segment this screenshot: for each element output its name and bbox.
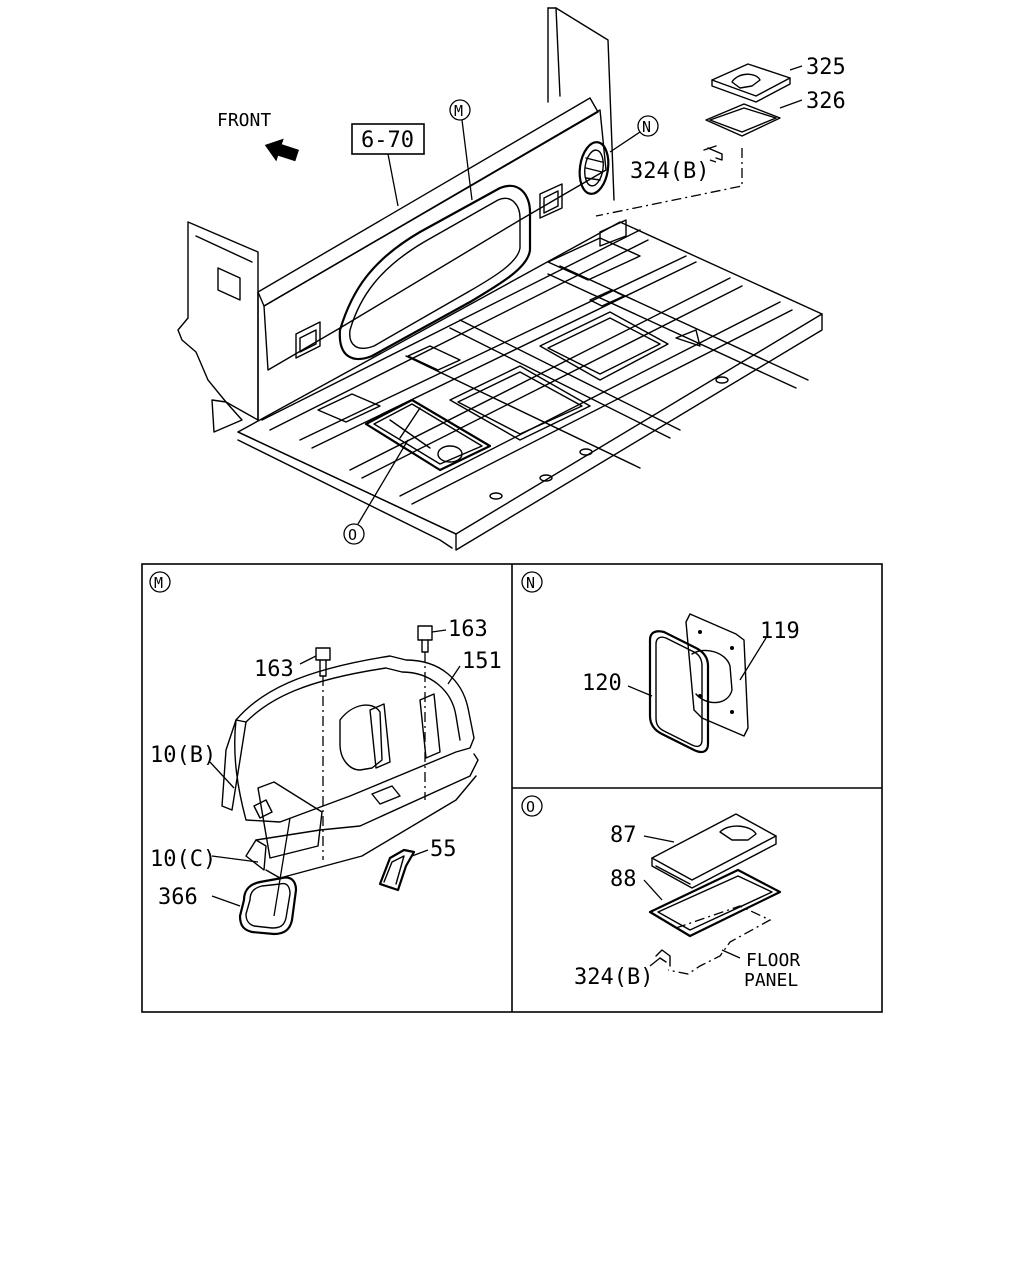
front-arrow-icon: [264, 138, 299, 162]
label-163-right: 163: [448, 617, 488, 642]
callout-m-letter: M: [454, 102, 463, 120]
callout-n-letter: N: [642, 118, 651, 136]
label-325: 325: [806, 55, 846, 80]
label-324b-panel-o: 324(B): [574, 965, 653, 990]
panel-m-title: M: [154, 574, 163, 592]
cover-parts-group: 325 326 324(B): [595, 55, 846, 217]
reference-box: 6-70: [351, 123, 425, 207]
detail-panels-frame: [141, 563, 883, 1013]
label-10b: 10(B): [150, 743, 216, 768]
label-10c: 10(C): [150, 847, 216, 872]
label-151: 151: [462, 649, 502, 674]
callout-m-main: M: [449, 99, 473, 201]
label-panel: PANEL: [744, 970, 798, 991]
callout-o-letter: O: [348, 526, 357, 544]
label-119: 119: [760, 619, 800, 644]
label-366: 366: [158, 885, 198, 910]
callout-n-main: N: [609, 115, 659, 153]
floor-assembly-illustration: [177, 7, 823, 551]
front-label: FRONT: [217, 110, 271, 131]
label-163-left: 163: [254, 657, 294, 682]
label-120: 120: [582, 671, 622, 696]
label-floor: FLOOR: [746, 950, 800, 971]
ref-box-label: 6-70: [361, 128, 414, 153]
label-87: 87: [610, 823, 637, 848]
label-55: 55: [430, 837, 457, 862]
label-324b-top: 324(B): [630, 159, 709, 184]
panel-o-title: O: [526, 798, 535, 816]
label-88: 88: [610, 867, 637, 892]
panel-n-title: N: [526, 574, 535, 592]
front-direction-indicator: FRONT: [217, 110, 299, 162]
detail-panel-o: O 87 88 324(B) FLOOR PANEL: [521, 795, 800, 991]
detail-panel-n: N 119 120: [521, 571, 800, 754]
callout-o-main: O: [343, 439, 409, 545]
detail-panel-m: M 163 16: [149, 571, 502, 936]
label-326: 326: [806, 89, 846, 114]
